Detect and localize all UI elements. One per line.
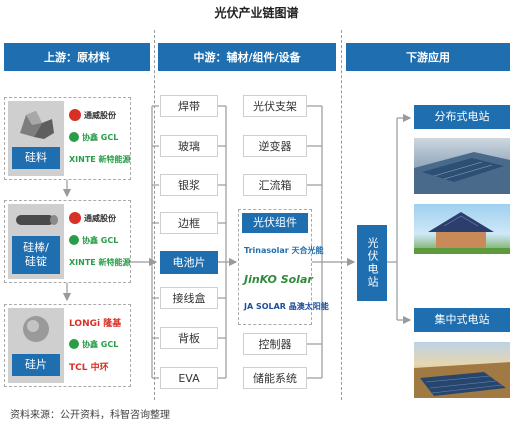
centralized-plant-photo	[414, 342, 510, 398]
house-solar-illustration	[414, 212, 510, 254]
section-header-upstream: 上游：原材料	[4, 43, 150, 71]
module-label: 光伏组件	[242, 213, 308, 233]
gcl-logo: 协鑫 GCL	[69, 333, 129, 355]
tongwei-logo: 通威股份	[69, 207, 129, 229]
material-item: EVA	[160, 367, 218, 389]
tcl-logo: TCL 中环	[69, 362, 109, 373]
solar-farm-illustration	[414, 362, 510, 398]
company-logos: 通威股份 协鑫 GCL XINTE 新特能源	[69, 207, 131, 279]
xinte-logo: XINTE 新特能源	[69, 257, 131, 267]
wafer-label: 硅片	[12, 354, 60, 376]
pv-plant-box: 光伏电站	[357, 225, 387, 301]
jasolar-logo: JA SOLAR 晶澳太阳能	[244, 301, 329, 311]
material-item: 接线盒	[160, 287, 218, 309]
silicon-chunks-icon	[20, 111, 54, 139]
material-item: 玻璃	[160, 135, 218, 157]
distributed-plant-photo	[414, 138, 510, 194]
equipment-item: 光伏支架	[243, 95, 307, 117]
xinte-logo: XINTE 新特能源	[69, 154, 131, 164]
company-logos: LONGi 隆基 协鑫 GCL TCL 中环	[69, 311, 129, 383]
material-item: 焊带	[160, 95, 218, 117]
silicon-rod-label: 硅棒/ 硅锭	[12, 236, 60, 274]
module-group: 光伏组件 Trinasolar 天合光能 JinKO Solar JA SOLA…	[238, 209, 329, 325]
source-note: 资料来源：公开资料，科智咨询整理	[10, 410, 170, 421]
house-solar-photo	[414, 204, 510, 254]
column-divider	[154, 30, 155, 400]
jinko-logo: JinKO Solar	[244, 272, 313, 286]
material-item: 边框	[160, 212, 218, 234]
section-header-midstream: 中游：辅材/组件/设备	[158, 43, 336, 71]
tongwei-logo: 通威股份	[69, 104, 129, 126]
cell-box: 电池片	[160, 251, 218, 274]
wafer-icon	[23, 316, 49, 342]
equipment-item: 控制器	[243, 333, 307, 355]
rooftop-solar-illustration	[414, 152, 510, 194]
wafer-card: 硅片	[8, 308, 64, 383]
gcl-logo: 协鑫 GCL	[69, 126, 129, 148]
equipment-item: 逆变器	[243, 135, 307, 157]
silicon-rod-icon	[16, 215, 58, 225]
company-logos: 通威股份 协鑫 GCL XINTE 新特能源	[69, 104, 131, 176]
gcl-logo: 协鑫 GCL	[69, 229, 129, 251]
section-header-downstream: 下游应用	[346, 43, 510, 71]
material-item: 背板	[160, 327, 218, 349]
longi-logo: LONGi 隆基	[69, 318, 122, 329]
silicon-material-card: 硅料	[8, 101, 64, 176]
trinasolar-logo: Trinasolar 天合光能	[244, 245, 324, 255]
silicon-material-label: 硅料	[12, 147, 60, 169]
page-title: 光伏产业链图谱	[214, 6, 299, 20]
silicon-rod-group: 硅棒/ 硅锭 通威股份 协鑫 GCL XINTE 新特能源	[4, 200, 131, 283]
silicon-material-group: 硅料 通威股份 协鑫 GCL XINTE 新特能源	[4, 97, 131, 180]
wafer-group: 硅片 LONGi 隆基 协鑫 GCL TCL 中环	[4, 304, 131, 387]
equipment-item: 储能系统	[243, 367, 307, 389]
equipment-item: 汇流箱	[243, 174, 307, 196]
distributed-plant-label: 分布式电站	[414, 105, 510, 129]
centralized-plant-label: 集中式电站	[414, 308, 510, 332]
silicon-rod-card: 硅棒/ 硅锭	[8, 204, 64, 279]
column-divider	[341, 30, 342, 400]
material-item: 银浆	[160, 174, 218, 196]
